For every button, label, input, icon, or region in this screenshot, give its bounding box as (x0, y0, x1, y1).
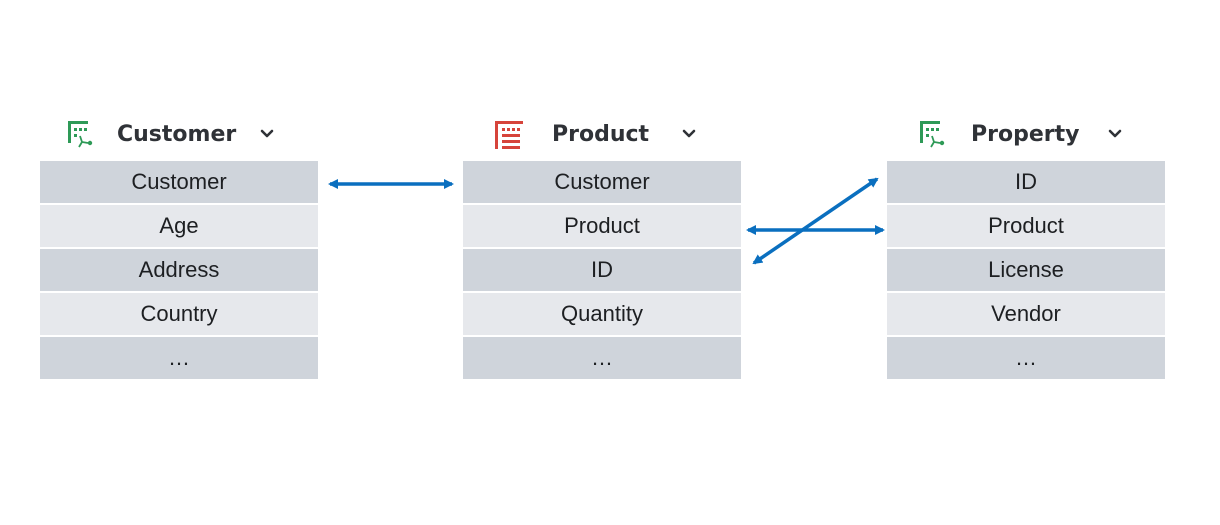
table-customer-header[interactable]: Customer (40, 112, 318, 158)
table-row[interactable]: Quantity (463, 293, 741, 335)
table-row[interactable]: … (463, 337, 741, 379)
table-relations-icon (920, 121, 945, 148)
table-row[interactable]: Age (40, 205, 318, 247)
table-list-icon (495, 121, 523, 149)
arrow-id-id (752, 177, 879, 265)
table-row[interactable]: … (40, 337, 318, 379)
table-property-title: Property (971, 122, 1080, 147)
table-product-title: Product (552, 122, 650, 147)
table-row[interactable]: License (887, 249, 1165, 291)
table-row[interactable]: Product (887, 205, 1165, 247)
table-row[interactable]: Customer (40, 161, 318, 203)
table-row[interactable]: ID (887, 161, 1165, 203)
table-customer: Customer Customer Age Address Country … (40, 112, 318, 379)
table-property: Property ID Product License Vendor … (887, 112, 1165, 379)
table-product-header[interactable]: Product (463, 112, 741, 158)
chevron-down-icon[interactable] (260, 129, 274, 139)
table-product: Product Customer Product ID Quantity … (463, 112, 741, 379)
table-product-rows: Customer Product ID Quantity … (463, 161, 741, 381)
table-property-header[interactable]: Property (887, 112, 1165, 158)
table-row[interactable]: Product (463, 205, 741, 247)
table-row[interactable]: Vendor (887, 293, 1165, 335)
table-relations-icon (68, 121, 93, 148)
chevron-down-icon[interactable] (682, 129, 696, 139)
table-row[interactable]: Address (40, 249, 318, 291)
table-customer-rows: Customer Age Address Country … (40, 161, 318, 381)
table-row[interactable]: … (887, 337, 1165, 379)
table-property-rows: ID Product License Vendor … (887, 161, 1165, 381)
table-customer-title: Customer (117, 122, 237, 147)
chevron-down-icon[interactable] (1108, 129, 1122, 139)
table-row[interactable]: Customer (463, 161, 741, 203)
table-row[interactable]: ID (463, 249, 741, 291)
table-row[interactable]: Country (40, 293, 318, 335)
